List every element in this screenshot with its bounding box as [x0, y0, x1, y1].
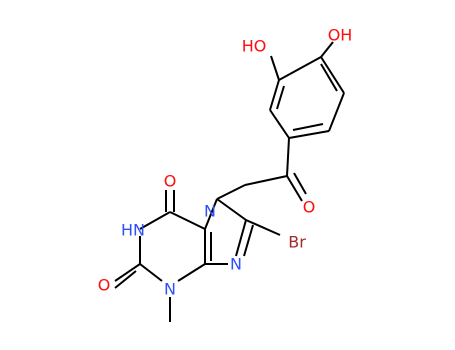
c2-oxygen-label: O [98, 276, 111, 295]
bond [235, 219, 247, 257]
c6-oxygen-label: O [164, 172, 177, 191]
bond [293, 172, 307, 195]
bond [269, 109, 290, 139]
bond [245, 219, 281, 236]
bond [320, 56, 345, 94]
bond [244, 175, 288, 186]
bond [276, 85, 285, 110]
n9-label: N [230, 255, 242, 274]
hydroxyl-label-right: OH [328, 26, 353, 45]
bond [139, 211, 171, 230]
n1h-label: HN [121, 221, 145, 240]
bond [114, 270, 137, 289]
bond [169, 211, 206, 230]
bond [269, 79, 280, 111]
bond [177, 263, 206, 282]
bond [139, 263, 163, 282]
n3-label: N [164, 280, 176, 299]
bond [292, 123, 324, 131]
bond [288, 130, 330, 139]
bond [114, 263, 141, 282]
bond [270, 55, 280, 81]
bond [286, 137, 290, 177]
bond [320, 41, 334, 58]
ketone-oxygen-label: O [303, 198, 316, 217]
bond [216, 198, 247, 221]
bond [320, 63, 338, 92]
n7-label: N [204, 202, 216, 221]
bond [216, 184, 246, 200]
bond [286, 175, 303, 202]
bond [328, 92, 345, 132]
purine-core [139, 198, 281, 282]
catechol-ring [269, 56, 345, 139]
bond [278, 56, 322, 81]
bond [204, 198, 218, 230]
bromine-label: Br [288, 233, 306, 252]
bond [243, 224, 254, 257]
hydroxyl-label-left: HO [242, 37, 267, 56]
